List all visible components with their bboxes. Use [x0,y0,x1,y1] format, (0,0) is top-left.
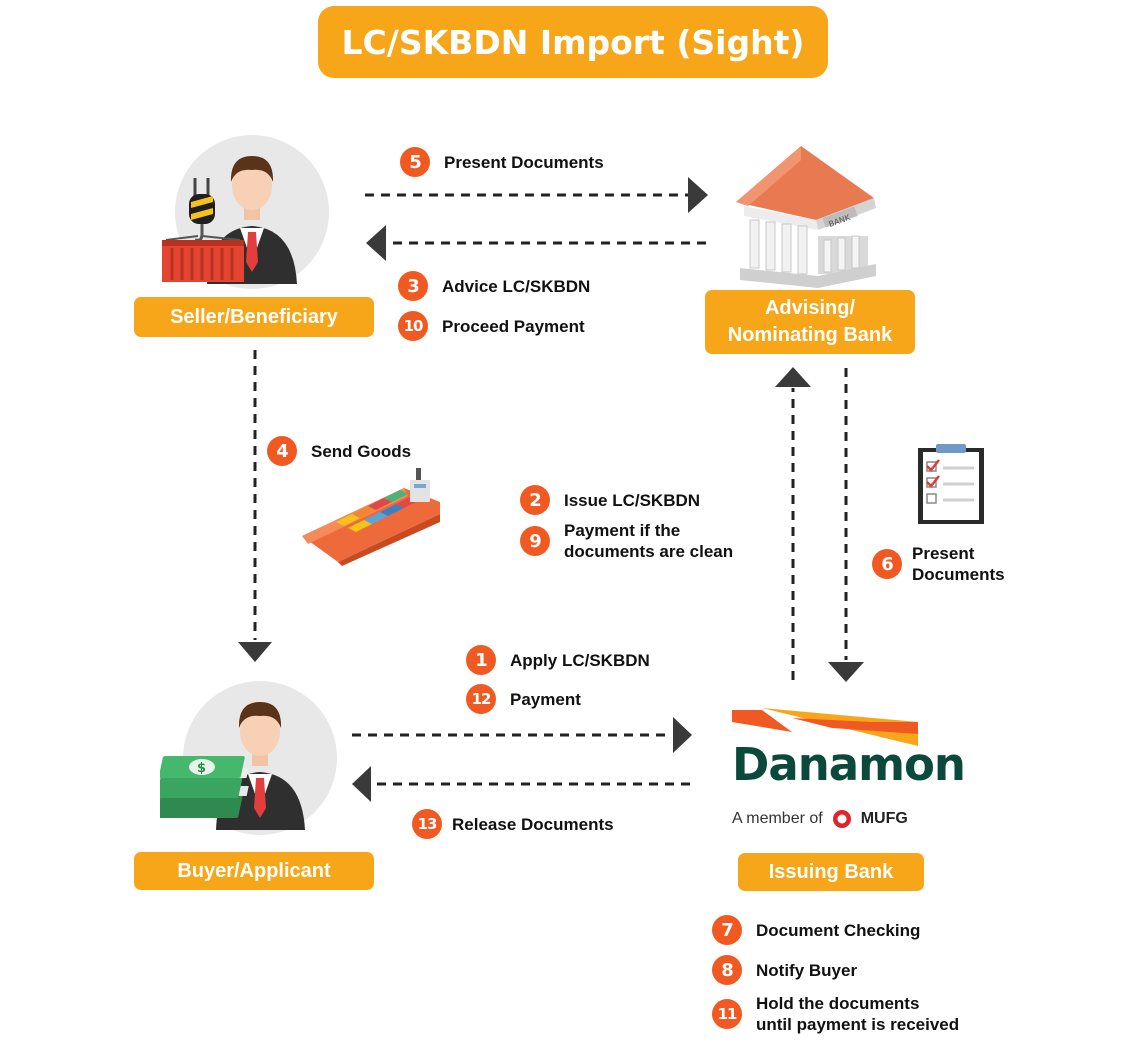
member-of-mufg: A member of MUFG [732,809,908,829]
step-6-number: 6 [872,549,902,579]
step-12-label: Payment [510,689,581,709]
step-9-line1: Payment if the [564,521,681,540]
step-10: 10 Proceed Payment [398,311,585,341]
danamon-logo-text: Danamon [732,738,966,791]
step-2-label: Issue LC/SKBDN [564,490,701,510]
step-11-label: Hold the documents until payment is rece… [756,993,959,1035]
step-3-number: 3 [398,271,428,301]
member-text: A member of [732,810,823,827]
step-2-number: 2 [520,485,550,515]
step-1: 1 Apply LC/SKBDN [466,645,650,675]
step-4-label: Send Goods [311,441,412,461]
role-seller: Seller/Beneficiary [134,297,374,337]
role-advising-bank: Advising/ Nominating Bank [705,290,915,354]
mufg-logo-icon [832,810,851,828]
diagram-title: LC/SKBDN Import (Sight) [318,6,828,78]
step-8: 8 Notify Buyer [712,955,857,985]
step-12-number: 12 [466,684,496,714]
cargo-ship-icon [302,468,440,566]
shipping-container-icon [162,240,244,282]
step-9-label: Payment if the documents are clean [564,520,733,562]
step-7: 7 Document Checking [712,915,920,945]
step-1-label: Apply LC/SKBDN [510,650,650,670]
step-8-label: Notify Buyer [756,960,858,980]
step-5-label: Present Documents [444,152,604,172]
step-4: 4 Send Goods [267,436,411,466]
step-7-label: Document Checking [756,920,921,940]
step-6-line1: Present [912,544,975,563]
step-11: 11 Hold the documents until payment is r… [712,993,959,1035]
bank-building-icon: BANK [736,146,876,288]
step-10-label: Proceed Payment [442,316,585,336]
step-7-number: 7 [712,915,742,945]
step-1-number: 1 [466,645,496,675]
step-3-label: Advice LC/SKBDN [442,276,591,296]
step-6-line2: Documents [912,565,1005,584]
step-6: 6 Present Documents [872,543,1005,585]
step-11-number: 11 [712,999,742,1029]
mufg-text: MUFG [860,810,908,827]
step-9: 9 Payment if the documents are clean [520,520,733,562]
step-9-line2: documents are clean [564,542,734,561]
danamon-stripes-icon [732,708,918,746]
step-11-line2: until payment is received [756,1015,960,1034]
step-13-label: Release Documents [452,814,614,834]
checklist-clipboard-icon [918,444,984,524]
step-4-number: 4 [267,436,297,466]
crane-hook-icon [165,178,241,242]
step-13-number: 13 [412,809,442,839]
step-13: 13 Release Documents [412,809,614,839]
step-9-number: 9 [520,526,550,556]
step-5-number: 5 [400,147,430,177]
step-5: 5 Present Documents [400,147,604,177]
step-3: 3 Advice LC/SKBDN [398,271,590,301]
money-stack-icon: $ [160,756,249,818]
role-buyer: Buyer/Applicant [134,852,374,890]
role-advising-line1: Advising/ [764,297,855,319]
role-issuing-bank: Issuing Bank [738,853,924,891]
role-advising-line2: Nominating Bank [727,324,893,346]
step-11-line1: Hold the documents [756,994,920,1013]
step-8-number: 8 [712,955,742,985]
step-12: 12 Payment [466,684,581,714]
step-2: 2 Issue LC/SKBDN [520,485,700,515]
step-10-number: 10 [398,311,428,341]
money-symbol: $ [197,761,206,776]
step-6-label: Present Documents [912,543,1005,585]
